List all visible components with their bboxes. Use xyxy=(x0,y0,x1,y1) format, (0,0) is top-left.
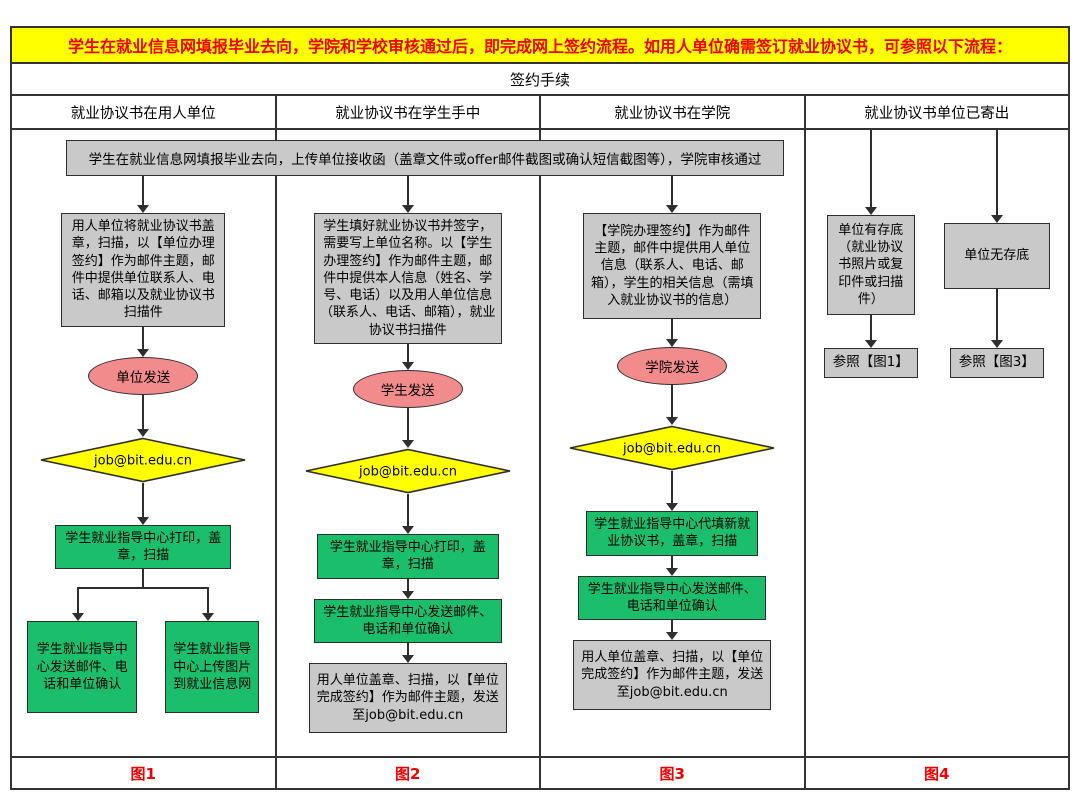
header-agreement-with-student: 就业协议书在学生手中 xyxy=(277,96,541,128)
email-address: job@bit.edu.cn xyxy=(358,464,457,479)
final-box: 用人单位盖章、扫描，以【单位完成签约】作为邮件主题，发送至job@bit.edu… xyxy=(573,640,772,711)
figure-cell-1: 图1 xyxy=(12,758,277,788)
header-agreement-mailed: 就业协议书单位已寄出 xyxy=(864,105,1010,122)
branch-stem xyxy=(142,569,145,588)
figure-label: 图4 xyxy=(924,764,950,783)
top-process-bar: 学生在就业信息网填报毕业去向，上传单位接收函（盖章文件或offer邮件截图或确认… xyxy=(66,140,784,176)
sender-ellipse: 单位发送 xyxy=(88,356,199,395)
arrow-down xyxy=(665,176,679,213)
branch-no-copy: 单位无存底 参照【图3】 xyxy=(943,130,1050,378)
reference-box: 参照【图1】 xyxy=(823,348,918,378)
diamond-shape xyxy=(41,437,246,483)
banner-text: 学生在就业信息网填报毕业去向，学院和学校审核通过后，即完成网上签约流程。如用人单… xyxy=(67,37,1012,56)
arrow-down xyxy=(864,130,878,215)
flowchart-frame: 学生在就业信息网填报毕业去向，学院和学校审核通过后，即完成网上签约流程。如用人单… xyxy=(10,26,1070,790)
figure-cell-2: 图2 xyxy=(277,758,541,788)
decision-diamond: job@bit.edu.cn xyxy=(41,437,246,483)
branch-split xyxy=(72,569,215,622)
figure-labels-row: 图1 图2 图3 图4 xyxy=(12,756,1068,788)
arrow-down xyxy=(136,176,150,213)
step-box: 【学院办理签约】作为邮件主题，邮件中提供用人单位信息（联系人、电话、邮箱），学生… xyxy=(583,213,762,319)
email-address: job@bit.edu.cn xyxy=(93,453,192,468)
branch-has-copy: 单位有存底（就业协议书照片或复印件或扫描件） 参照【图1】 xyxy=(823,130,918,378)
figure-label: 图3 xyxy=(659,764,685,783)
section-title: 签约手续 xyxy=(509,70,570,89)
decision-diamond: job@bit.edu.cn xyxy=(570,425,775,471)
column-headers: 就业协议书在用人单位 就业协议书在学生手中 就业协议书在学院 就业协议书单位已寄… xyxy=(12,96,1068,130)
arrow-down xyxy=(665,620,679,641)
branch-boxes: 学生就业指导中心发送邮件、电话和单位确认 学生就业指导中心上传图片到就业信息网 xyxy=(27,621,260,714)
figure-label: 图1 xyxy=(130,764,156,783)
flow-column-mailed: 单位有存底（就业协议书照片或复印件或扫描件） 参照【图1】 单位无存底 参照【图… xyxy=(806,130,1069,756)
arrow-down xyxy=(864,315,878,348)
arrow-down xyxy=(401,578,415,599)
arrow-down xyxy=(71,587,85,622)
mailed-branches: 单位有存底（就业协议书照片或复印件或扫描件） 参照【图1】 单位无存底 参照【图… xyxy=(823,130,1050,378)
arrow-down xyxy=(401,343,415,370)
figure-cell-3: 图3 xyxy=(541,758,806,788)
arrow-down xyxy=(136,394,150,437)
process-box: 学生就业指导中心打印，盖章，扫描 xyxy=(55,524,232,570)
process-box: 学生就业指导中心发送邮件、电话和单位确认 xyxy=(578,575,767,621)
final-box: 用人单位盖章、扫描，以【单位完成签约】作为邮件主题，发送至job@bit.edu… xyxy=(308,663,507,734)
header-agreement-at-college: 就业协议书在学院 xyxy=(541,96,806,128)
email-address: job@bit.edu.cn xyxy=(622,442,721,457)
process-box: 学生就业指导中心发送邮件、电话和单位确认 xyxy=(27,621,138,714)
banner: 学生在就业信息网填报毕业去向，学院和学校审核通过后，即完成网上签约流程。如用人单… xyxy=(12,28,1068,64)
arrow-down xyxy=(990,130,1004,223)
process-box: 学生就业指导中心上传图片到就业信息网 xyxy=(165,621,260,714)
arrow-down xyxy=(401,643,415,664)
arrow-down xyxy=(136,326,150,357)
diamond-shape xyxy=(305,448,510,494)
condition-box: 单位有存底（就业协议书照片或复印件或扫描件） xyxy=(826,215,915,315)
header-agreement-at-employer: 就业协议书在用人单位 xyxy=(12,96,277,128)
figure-cell-4: 图4 xyxy=(806,758,1069,788)
flow-column-employer: 用人单位将就业协议书盖章，扫描，以【单位办理签约】作为邮件主题，邮件中提供单位联… xyxy=(12,130,277,756)
arrow-down xyxy=(990,289,1004,348)
decision-diamond: job@bit.edu.cn xyxy=(305,448,510,494)
arrow-down xyxy=(665,319,679,347)
section-title-row: 签约手续 xyxy=(12,64,1068,96)
arrow-down xyxy=(401,176,415,213)
figure-label: 图2 xyxy=(395,764,421,783)
condition-box: 单位无存底 xyxy=(943,223,1050,289)
sender-ellipse: 学生发送 xyxy=(352,369,463,408)
step-box: 学生填好就业协议书并签字，需要写上单位名称。以【学生办理签约】作为邮件主题，邮件… xyxy=(313,213,502,344)
sender-ellipse: 学院发送 xyxy=(617,347,728,385)
step-box: 用人单位将就业协议书盖章，扫描，以【单位办理签约】作为邮件主题，邮件中提供单位联… xyxy=(61,213,226,327)
arrow-down xyxy=(201,587,215,622)
arrow-down xyxy=(401,407,415,448)
branch-line xyxy=(72,587,215,622)
arrow-down xyxy=(665,555,679,576)
process-box: 学生就业指导中心代填新就业协议书，盖章，扫描 xyxy=(586,511,759,556)
process-box: 学生就业指导中心发送邮件、电话和单位确认 xyxy=(313,598,502,644)
arrow-down xyxy=(401,493,415,534)
arrow-down xyxy=(665,471,679,511)
reference-box: 参照【图3】 xyxy=(949,348,1044,378)
arrow-down xyxy=(136,482,150,525)
diamond-shape xyxy=(570,425,775,471)
flow-column-college: 【学院办理签约】作为邮件主题，邮件中提供用人单位信息（联系人、电话、邮箱），学生… xyxy=(541,130,806,756)
flow-column-student: 学生填好就业协议书并签字，需要写上单位名称。以【学生办理签约】作为邮件主题，邮件… xyxy=(277,130,541,756)
arrow-down xyxy=(665,385,679,425)
flow-content: 学生在就业信息网填报毕业去向，上传单位接收函（盖章文件或offer邮件截图或确认… xyxy=(12,130,1068,756)
process-box: 学生就业指导中心打印，盖章，扫描 xyxy=(316,533,499,579)
